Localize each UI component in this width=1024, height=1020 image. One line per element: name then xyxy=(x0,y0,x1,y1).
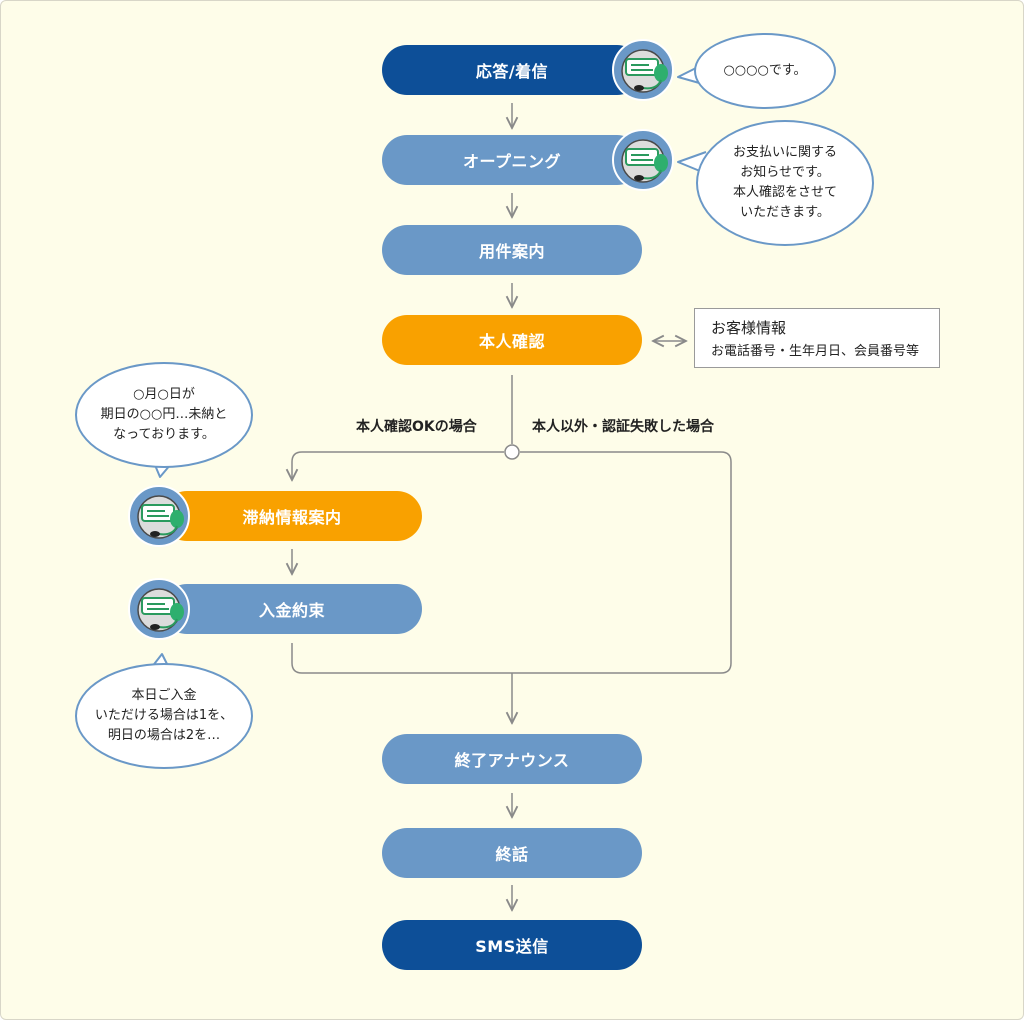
step-opening-label: オープニング xyxy=(462,152,562,171)
step-sms: SMS送信 xyxy=(382,920,642,970)
speech-answer-text: ○○○○です。 xyxy=(723,62,807,78)
step-overdue: 滞納情報案内 xyxy=(162,491,422,541)
branch-fail-label: 本人以外・認証失敗した場合 xyxy=(532,419,714,435)
step-sms-label: SMS送信 xyxy=(475,937,549,956)
speech-opening-line: 本人確認をさせて xyxy=(732,185,837,200)
customer-info-box: お客様情報 お電話番号・生年月日、会員番号等 xyxy=(694,308,940,368)
operator-robot-icon xyxy=(612,39,674,101)
speech-opening-line: いただきます。 xyxy=(740,205,830,221)
customer-info-title: お客様情報 xyxy=(711,319,787,337)
branch-ok-path xyxy=(292,451,504,480)
step-identity: 本人確認 xyxy=(382,315,642,365)
step-purpose: 用件案内 xyxy=(382,225,642,275)
branch-ok-label: 本人確認OKの場合 xyxy=(356,419,477,435)
speech-payment-line: 明日の場合は2を… xyxy=(107,728,221,744)
step-end-label: 終話 xyxy=(495,845,529,864)
speech-overdue-line: なっております。 xyxy=(113,427,215,443)
branch-fail-path xyxy=(512,451,732,674)
operator-robot-icon xyxy=(128,578,190,640)
step-end: 終話 xyxy=(382,828,642,878)
merge-path xyxy=(291,643,512,674)
speech-bubble-payment: 本日ご入金 いただける場合は1を、 明日の場合は2を… xyxy=(75,663,253,769)
customer-info-detail: お電話番号・生年月日、会員番号等 xyxy=(711,344,920,359)
speech-bubble-answer: ○○○○です。 xyxy=(694,33,836,109)
step-purpose-label: 用件案内 xyxy=(478,242,545,261)
speech-opening-line: お支払いに関する xyxy=(732,144,837,160)
speech-payment-line: 本日ご入金 xyxy=(131,687,197,703)
step-closing-label: 終了アナウンス xyxy=(454,751,570,770)
branch-node xyxy=(504,444,520,460)
operator-robot-icon xyxy=(128,485,190,547)
speech-bubble-opening: お支払いに関する お知らせです。 本人確認をさせて いただきます。 xyxy=(696,120,874,246)
step-answer: 応答/着信 xyxy=(382,45,642,95)
speech-overdue-line: ○月○日が xyxy=(133,386,195,402)
step-identity-label: 本人確認 xyxy=(478,332,545,351)
step-answer-label: 応答/着信 xyxy=(475,62,549,81)
operator-robot-icon xyxy=(612,129,674,191)
speech-payment-line: いただける場合は1を、 xyxy=(94,707,234,723)
step-overdue-label: 滞納情報案内 xyxy=(242,508,342,527)
step-opening: オープニング xyxy=(382,135,642,185)
speech-opening-line: お知らせです。 xyxy=(740,164,830,180)
speech-bubble-overdue: ○月○日が 期日の○○円…未納と なっております。 xyxy=(75,362,253,468)
step-closing: 終了アナウンス xyxy=(382,734,642,784)
speech-overdue-line: 期日の○○円…未納と xyxy=(100,406,228,422)
step-payment-label: 入金約束 xyxy=(258,601,325,620)
step-payment: 入金約束 xyxy=(162,584,422,634)
